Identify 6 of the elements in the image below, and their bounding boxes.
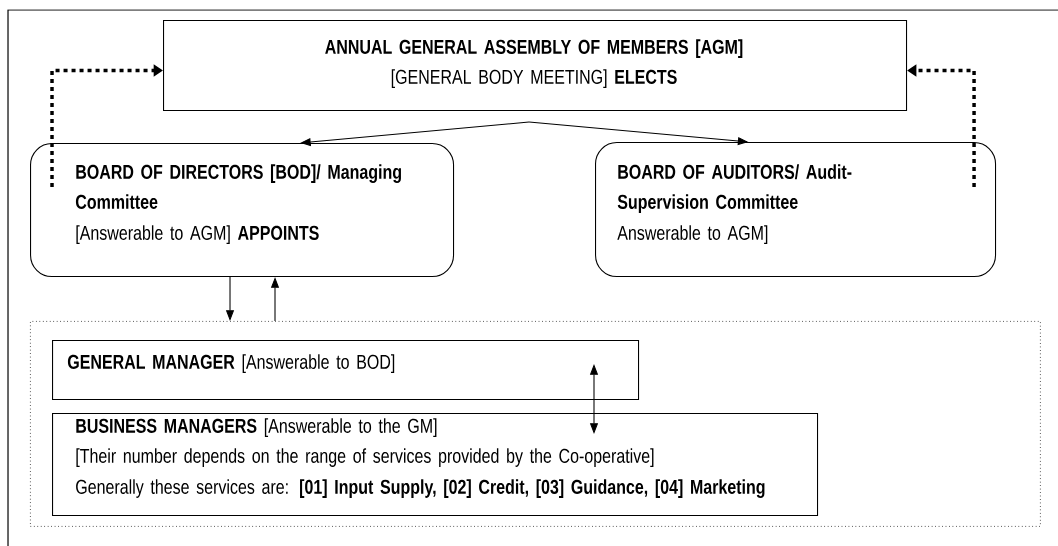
rounded-box: BOARD OF AUDITORS/ Audit-Supervision Committee Answerable to AGM] (595, 142, 997, 278)
process-box: GENERAL MANAGER [Answerable to BOD] (52, 340, 640, 401)
process-box: ANNUAL GENERAL ASSEMBLY OF MEMBERS [AGM] [GENERAL BODY MEETING] ELECTS (163, 20, 908, 112)
process-box: BUSINESS MANAGERS [Answerable to the GM] [Their number depends on the range of services provided by the Co-operative] Generally these services are: [01] Input Supply, [02] Credit, [03] Guidance, [04] Marketing (52, 413, 819, 517)
group-box (30, 321, 1041, 527)
rounded-box: BOARD OF DIRECTORS [BOD]/ Managing Committee [Answerable to AGM] APPOINTS (30, 143, 455, 278)
